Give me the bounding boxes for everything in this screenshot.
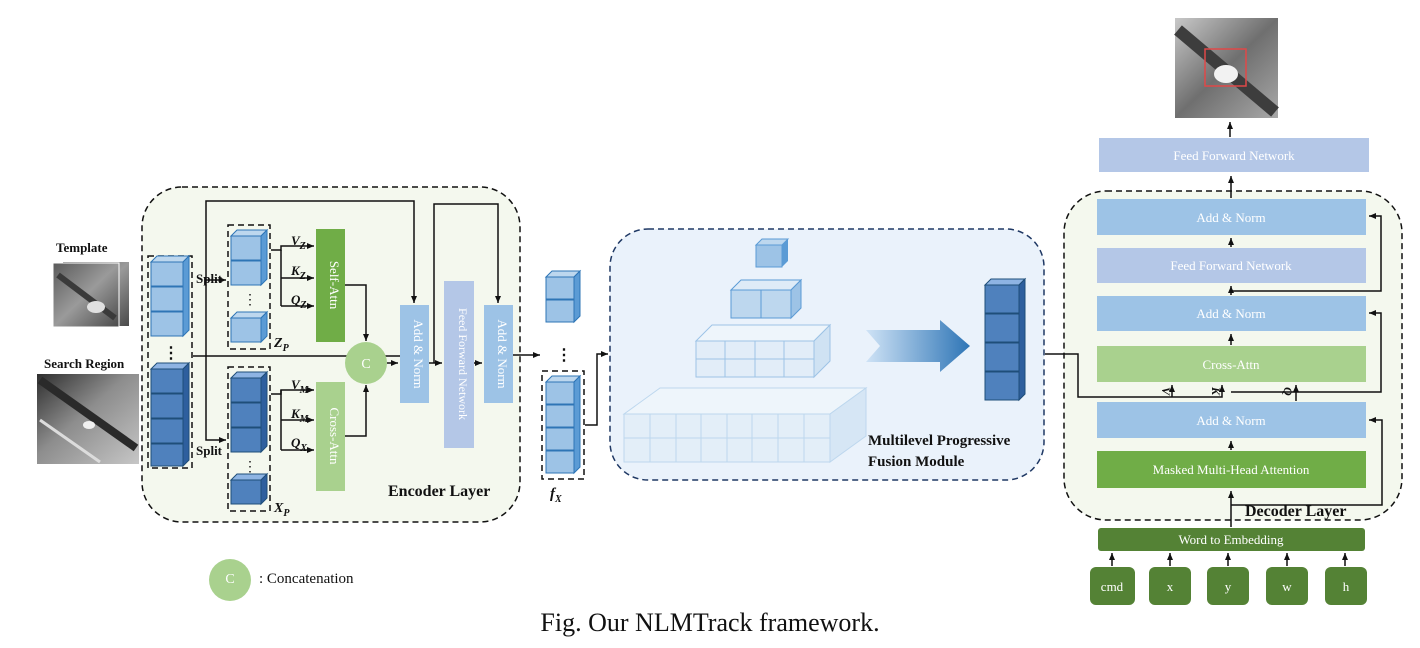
xp-token-group bbox=[227, 366, 271, 512]
fusion-output-tokens bbox=[983, 277, 1027, 402]
decoder-cross-attn-label: Cross-Attn bbox=[1202, 357, 1260, 372]
decoder-v-label: V bbox=[1159, 387, 1173, 396]
decoder-ffn-top-label: Feed Forward Network bbox=[1173, 148, 1295, 163]
xp-dots: ⋮ bbox=[243, 460, 257, 475]
decoder-ffn-block bbox=[1097, 248, 1366, 283]
kz-label: KZ bbox=[290, 263, 306, 282]
decoder-masked-attn-block bbox=[1097, 451, 1366, 488]
xp-label: XP bbox=[273, 501, 290, 519]
pyramid-level-4 bbox=[622, 387, 868, 463]
token-h bbox=[1325, 567, 1367, 605]
fx-top-tokens bbox=[544, 269, 582, 324]
token-cmd-label: cmd bbox=[1101, 579, 1124, 594]
decoder-cross-attn-block bbox=[1097, 346, 1366, 382]
zp-label: ZP bbox=[273, 336, 290, 354]
concat-symbol: C bbox=[361, 357, 370, 372]
word-embedding-block bbox=[1098, 528, 1365, 551]
ffn-label: Feed Forward Network bbox=[456, 308, 470, 420]
output-image bbox=[1174, 18, 1279, 118]
add-norm-2-label: Add & Norm bbox=[495, 319, 510, 388]
cross-attn-block bbox=[316, 382, 345, 491]
fusion-title-line2: Fusion Module bbox=[868, 454, 965, 470]
decoder-ffn-top-block bbox=[1099, 138, 1369, 172]
decoder-add-norm-mid-label: Add & Norm bbox=[1196, 306, 1265, 321]
token-y bbox=[1207, 567, 1249, 605]
decoder-add-norm-bottom-block bbox=[1097, 402, 1366, 438]
decoder-add-norm-bottom-label: Add & Norm bbox=[1196, 413, 1265, 428]
decoder-connectors bbox=[1045, 122, 1383, 566]
search-region-image bbox=[37, 374, 139, 464]
input-search-tokens bbox=[149, 361, 191, 468]
split-bottom-label: Split bbox=[196, 443, 223, 458]
token-cmd bbox=[1090, 567, 1135, 605]
add-norm-1-label: Add & Norm bbox=[411, 319, 426, 388]
fx-to-fusion-connector bbox=[585, 351, 608, 426]
fusion-big-arrow bbox=[866, 320, 970, 372]
fx-dots: ⋮ bbox=[556, 347, 572, 364]
self-attn-block bbox=[316, 229, 345, 342]
token-h-label: h bbox=[1343, 579, 1350, 594]
encoder-connectors bbox=[193, 200, 540, 453]
pyramid-level-1 bbox=[754, 238, 790, 268]
figure-caption: Fig. Our NLMTrack framework. bbox=[540, 608, 880, 637]
input-template-tokens bbox=[149, 254, 191, 338]
decoder-masked-attn-label: Masked Multi-Head Attention bbox=[1153, 462, 1310, 477]
pyramid-level-2 bbox=[729, 278, 803, 320]
token-w bbox=[1266, 567, 1308, 605]
fx-label: fX bbox=[550, 486, 562, 505]
cross-attn-label: Cross-Attn bbox=[327, 407, 342, 465]
token-y-label: y bbox=[1225, 579, 1232, 594]
concatenation-node bbox=[345, 342, 387, 384]
token-x bbox=[1149, 567, 1191, 605]
add-norm-block-1 bbox=[400, 305, 429, 403]
decoder-tokens: cmd x y w h bbox=[1090, 567, 1367, 605]
pyramid-level-3 bbox=[694, 323, 832, 379]
legend-concat-text: : Concatenation bbox=[259, 571, 354, 587]
word-embedding-label: Word to Embedding bbox=[1178, 532, 1284, 547]
zp-token-group bbox=[227, 224, 271, 350]
decoder-q-label: Q bbox=[1281, 387, 1295, 396]
token-x-label: x bbox=[1167, 579, 1174, 594]
decoder-add-norm-top-label: Add & Norm bbox=[1196, 210, 1265, 225]
qz-label: QZ bbox=[291, 292, 307, 311]
fx-bottom-tokens bbox=[544, 374, 582, 475]
zp-tokens bbox=[229, 228, 269, 344]
decoder-ffn-label: Feed Forward Network bbox=[1170, 258, 1292, 273]
add-norm-block-2 bbox=[484, 305, 513, 403]
qx-label: QX bbox=[291, 435, 307, 454]
template-label: Template bbox=[56, 240, 108, 255]
legend-concat-symbol: C bbox=[209, 559, 251, 601]
ffn-block bbox=[444, 281, 474, 448]
vm-label: VM bbox=[291, 377, 310, 396]
input-dots: ⋮ bbox=[163, 345, 179, 362]
search-region-label: Search Region bbox=[44, 356, 125, 371]
self-attn-label: Self-Attn bbox=[327, 261, 342, 310]
decoder-title: Decoder Layer bbox=[1245, 503, 1346, 520]
token-w-label: w bbox=[1282, 579, 1292, 594]
decoder-k-label: K bbox=[1209, 386, 1223, 396]
fusion-title-line1: Multilevel Progressive bbox=[868, 433, 1011, 449]
xp-tokens bbox=[229, 370, 269, 506]
split-top-label: Split bbox=[196, 271, 223, 286]
km-label: KM bbox=[290, 406, 310, 425]
decoder-add-norm-mid-block bbox=[1097, 296, 1366, 331]
encoder-title: Encoder Layer bbox=[388, 483, 490, 500]
fx-token-group bbox=[541, 370, 585, 480]
vz-label: VZ bbox=[291, 233, 306, 252]
decoder-add-norm-top-block bbox=[1097, 199, 1366, 235]
template-image bbox=[52, 262, 129, 328]
zp-dots: ⋮ bbox=[243, 293, 257, 308]
